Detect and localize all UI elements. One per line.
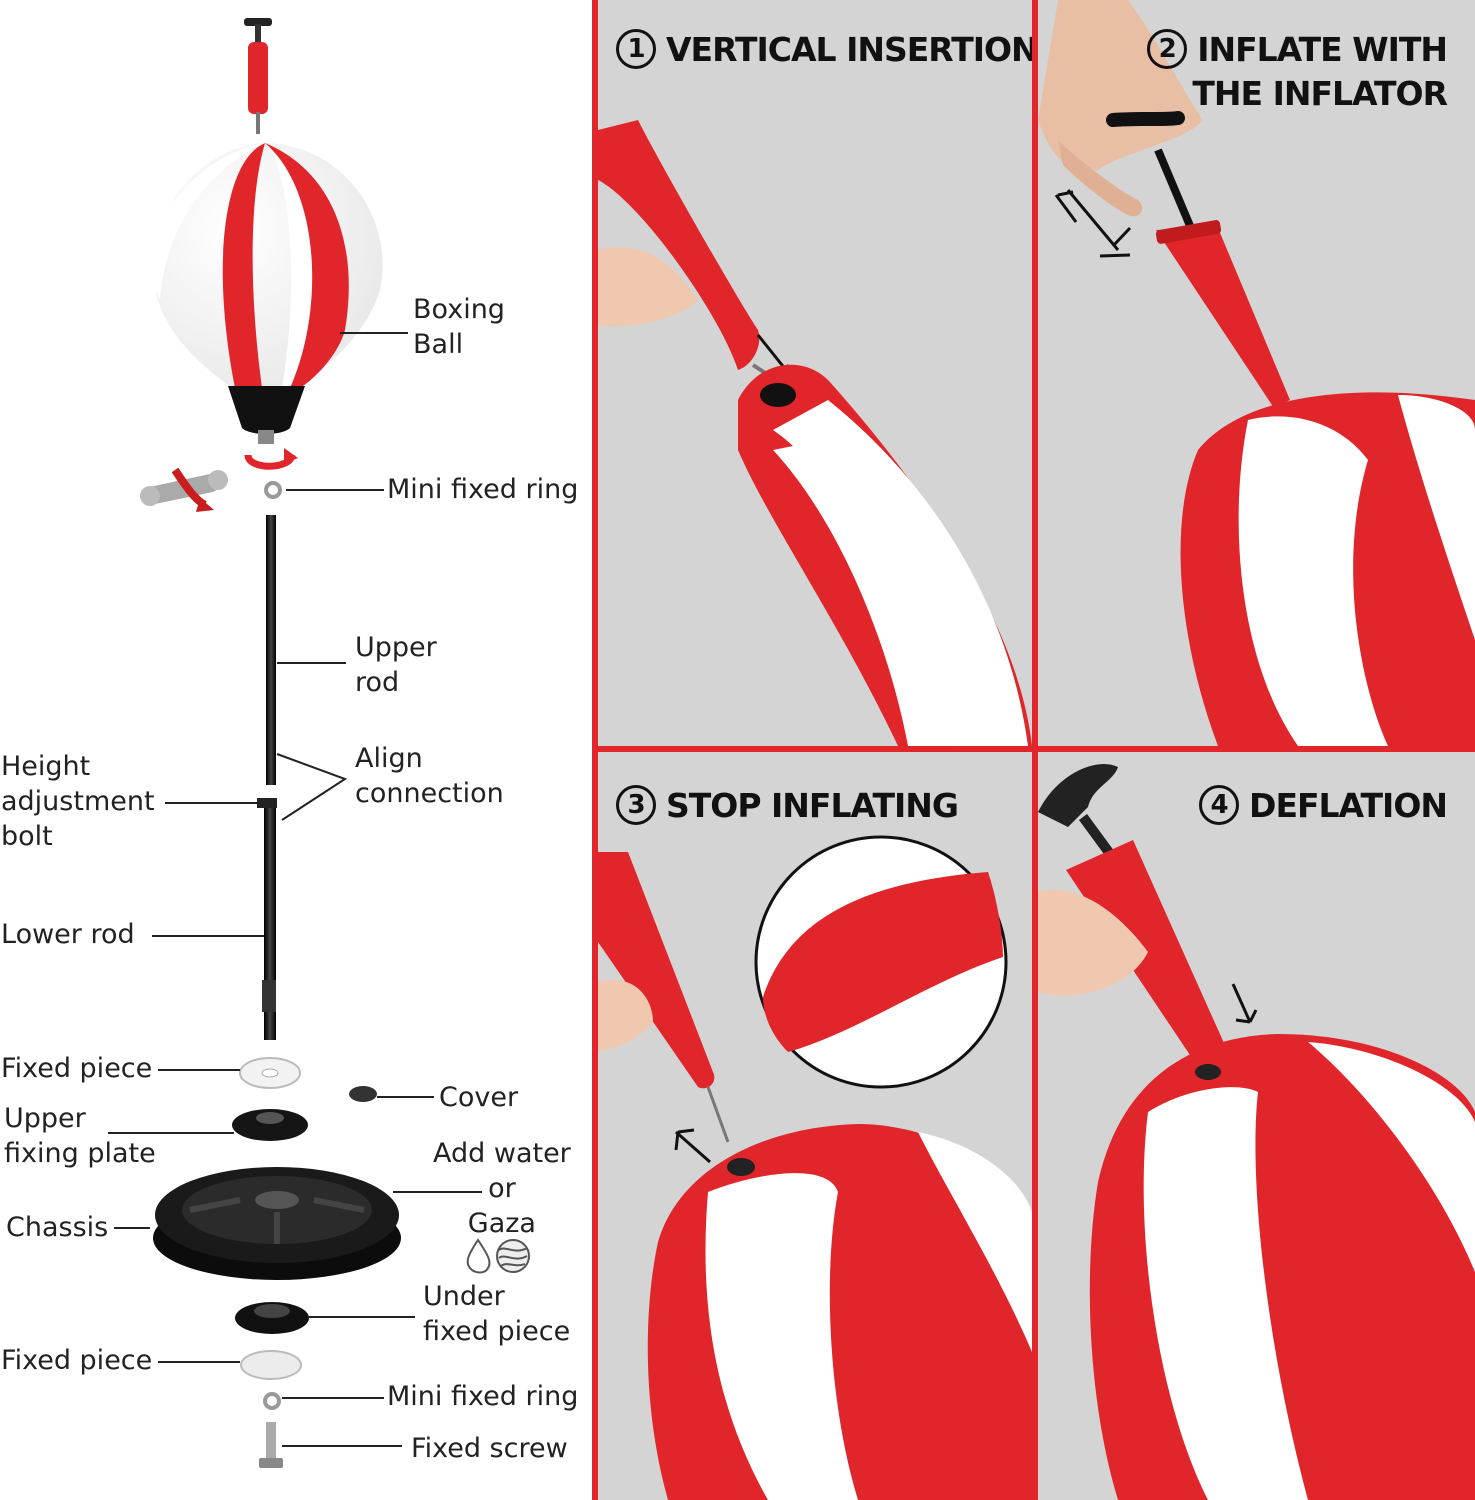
chassis-icon [153, 1167, 401, 1280]
step1-title: 1 VERTICAL INSERTION [616, 28, 1032, 72]
leader-lines [108, 332, 482, 1447]
step2-title-text: INFLATE WITH THE INFLATOR [1192, 30, 1448, 113]
label-align-connection: Align connection [355, 743, 504, 809]
label-boxing-ball: Boxing Ball [413, 294, 505, 360]
step2-number: 2 [1147, 28, 1188, 69]
zoom-inset [754, 835, 1008, 1089]
step3-illustration [598, 835, 1032, 1500]
label-lower-rod: Lower rod [1, 919, 135, 950]
mini-ring-top-icon [264, 481, 282, 499]
label-mini-fixed-ring-bottom: Mini fixed ring [387, 1381, 579, 1412]
mini-ring-bottom-icon [263, 1392, 281, 1410]
label-fixed-screw: Fixed screw [411, 1433, 568, 1464]
step1-number: 1 [616, 28, 656, 69]
step3-title: 3 STOP INFLATING [616, 784, 959, 828]
step4-title-text: DEFLATION [1249, 786, 1448, 825]
boxing-ball-icon [150, 143, 383, 444]
step1-title-text: VERTICAL INSERTION [666, 30, 1032, 69]
rotate-arrow-icon [244, 448, 298, 470]
label-cover: Cover [439, 1082, 519, 1113]
step1-illustration [598, 120, 1032, 746]
label-fixed-piece-bottom: Fixed piece [1, 1345, 153, 1376]
step-panel-3: 3 STOP INFLATING [598, 752, 1032, 1500]
step4-illustration [1038, 764, 1475, 1500]
label-chassis: Chassis [6, 1212, 109, 1243]
step4-number: 4 [1199, 784, 1240, 825]
upper-fixing-plate-icon [232, 1109, 308, 1141]
label-upper-rod: Upper rod [355, 632, 437, 698]
label-upper-fixing-plate: Upper fixing plate [4, 1103, 156, 1169]
step3-title-text: STOP INFLATING [666, 786, 959, 825]
step-panel-1: 1 VERTICAL INSERTION [598, 0, 1032, 746]
label-mini-fixed-ring-top: Mini fixed ring [387, 474, 579, 505]
label-add-water: Add water or Gaza [433, 1138, 571, 1239]
cover-icon [349, 1086, 377, 1102]
step3-number: 3 [616, 784, 656, 825]
fixed-piece-bottom-icon [240, 1350, 302, 1380]
pump-icon [244, 18, 272, 134]
upper-rod-icon [266, 515, 276, 785]
wrench-icon [140, 467, 228, 512]
up-down-arrow-icon [1054, 189, 1132, 258]
label-under-fixed-piece: Under fixed piece [423, 1281, 571, 1347]
screw-icon [259, 1422, 283, 1468]
label-height-adjustment-bolt: Height adjustment bolt [1, 751, 155, 852]
step2-illustration [1038, 0, 1475, 746]
water-drop-icon [466, 1238, 491, 1274]
assembly-diagram [108, 18, 530, 1468]
label-fixed-piece-top: Fixed piece [1, 1053, 153, 1084]
gaza-icon [496, 1239, 530, 1273]
